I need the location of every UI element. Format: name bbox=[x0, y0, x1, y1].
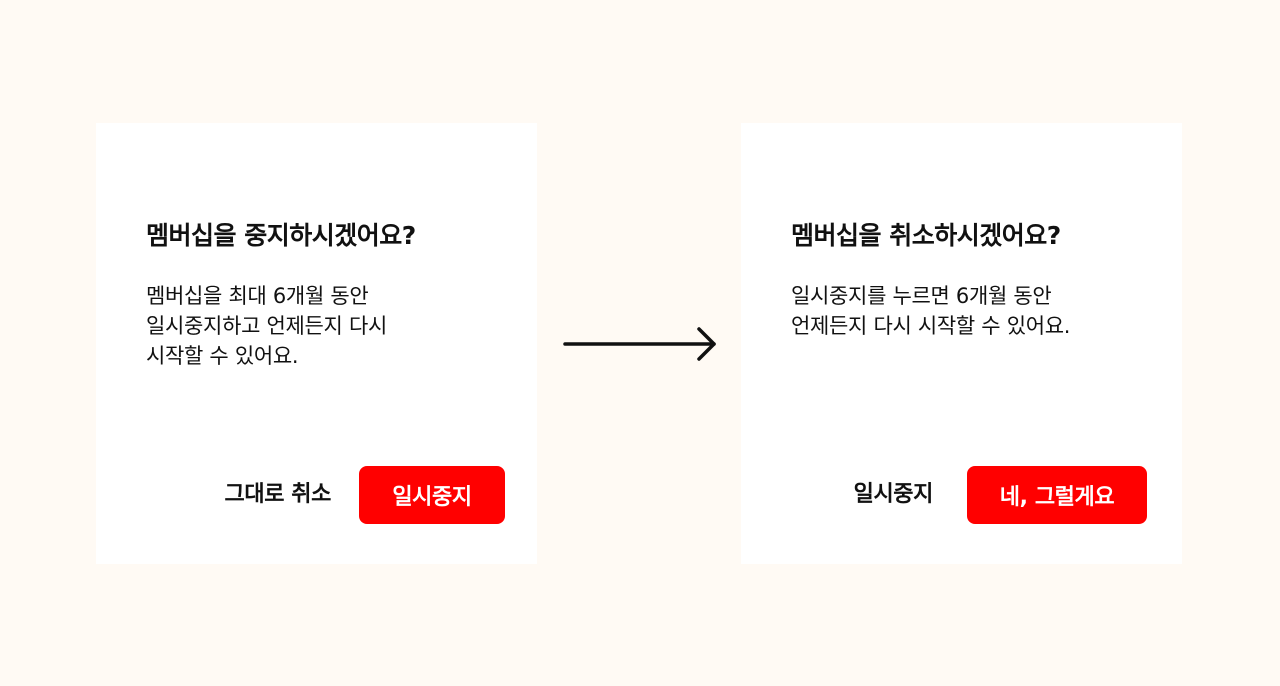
dialog-title: 멤버십을 취소하시겠어요? bbox=[791, 221, 1061, 250]
pause-button[interactable]: 일시중지 bbox=[359, 466, 505, 524]
cancel-membership-dialog: 멤버십을 취소하시겠어요? 일시중지를 누르면 6개월 동안 언제든지 다시 시… bbox=[741, 123, 1182, 564]
pause-instead-button[interactable]: 일시중지 bbox=[854, 466, 934, 524]
dialog-title: 멤버십을 중지하시겠어요? bbox=[146, 221, 416, 250]
confirm-cancel-button[interactable]: 네, 그럴게요 bbox=[967, 466, 1147, 524]
dialog-message: 일시중지를 누르면 6개월 동안 언제든지 다시 시작할 수 있어요. bbox=[791, 284, 1071, 338]
keep-cancel-button[interactable]: 그대로 취소 bbox=[225, 466, 332, 524]
arrow-right-icon bbox=[563, 327, 716, 361]
dialog-message: 멤버십을 최대 6개월 동안 일시중지하고 언제든지 다시 시작할 수 있어요. bbox=[146, 284, 387, 368]
pause-membership-dialog: 멤버십을 중지하시겠어요? 멤버십을 최대 6개월 동안 일시중지하고 언제든지… bbox=[96, 123, 537, 564]
